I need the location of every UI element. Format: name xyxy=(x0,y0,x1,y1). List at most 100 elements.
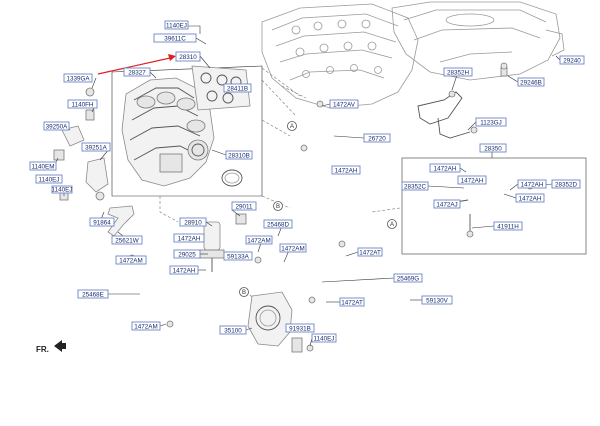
part-label-1140ej-bot: 1140EJ xyxy=(311,333,337,343)
svg-text:59130V: 59130V xyxy=(426,297,449,304)
part-label-29240: 29240 xyxy=(559,55,585,65)
svg-text:1140EJ: 1140EJ xyxy=(52,187,73,194)
svg-text:1472AH: 1472AH xyxy=(173,267,196,274)
engine-cover-outline xyxy=(391,1,565,81)
part-label-28310: 28310 xyxy=(175,51,201,62)
svg-text:28352H: 28352H xyxy=(447,69,470,76)
part-label-28352c: 28352C xyxy=(401,181,429,191)
svg-text:A: A xyxy=(390,222,394,228)
view-marker-a-top: A xyxy=(287,121,297,131)
part-label-91864: 91864 xyxy=(89,217,115,227)
part-label-1472av: 1472AV xyxy=(329,99,359,109)
part-label-1472ah-inset: 1472AH xyxy=(429,163,461,173)
part-label-28352h: 28352H xyxy=(443,67,473,77)
svg-text:B: B xyxy=(242,290,246,296)
cylinder-head-outline xyxy=(261,3,419,109)
svg-text:28411B: 28411B xyxy=(227,85,248,92)
svg-text:28327: 28327 xyxy=(128,69,146,76)
svg-text:28352D: 28352D xyxy=(555,181,578,188)
part-label-28350: 28350 xyxy=(479,143,507,153)
part-label-1123gj: 1123GJ xyxy=(475,117,507,127)
part-label-59130v: 59130V xyxy=(421,295,453,305)
svg-text:28352C: 28352C xyxy=(404,183,427,190)
svg-text:1472AM: 1472AM xyxy=(281,245,304,252)
svg-text:25468D: 25468D xyxy=(267,221,290,228)
svg-text:39611C: 39611C xyxy=(164,35,186,42)
svg-text:1472AJ: 1472AJ xyxy=(436,201,457,208)
svg-text:1472AH: 1472AH xyxy=(178,235,201,242)
svg-text:1123GJ: 1123GJ xyxy=(480,119,502,126)
part-label-1472ah-i3: 1472AH xyxy=(515,193,545,203)
part-label-28352d: 28352D xyxy=(551,179,581,189)
svg-text:1472AH: 1472AH xyxy=(521,181,544,188)
svg-text:28310B: 28310B xyxy=(228,152,250,159)
svg-text:1140EJ: 1140EJ xyxy=(166,22,187,29)
part-label-29011: 29011 xyxy=(231,201,257,211)
pipe-bracket-assembly xyxy=(417,90,478,139)
svg-text:B: B xyxy=(276,204,280,210)
part-label-39251a: 39251A xyxy=(81,142,111,152)
throttle-body xyxy=(247,291,314,353)
part-label-25621w: 25621W xyxy=(111,235,143,245)
svg-text:35100: 35100 xyxy=(224,327,242,334)
purge-valve-assembly xyxy=(128,213,346,328)
cover-bolt-icon xyxy=(500,62,508,77)
part-label-1140em: 1140EM xyxy=(29,161,57,171)
svg-text:25468E: 25468E xyxy=(82,291,104,298)
svg-text:91864: 91864 xyxy=(93,219,111,226)
part-label-1472am-bot: 1472AM xyxy=(131,321,161,331)
svg-text:39251A: 39251A xyxy=(85,144,108,151)
part-label-59133a: 59133A xyxy=(223,251,253,261)
svg-text:1140EM: 1140EM xyxy=(32,163,55,170)
svg-text:1140EJ: 1140EJ xyxy=(314,335,335,342)
part-label-1472ah-i4: 1472AH xyxy=(457,175,487,185)
part-label-29246b: 29246B xyxy=(517,77,545,87)
part-label-91931b: 91931B xyxy=(285,323,315,333)
svg-text:29240: 29240 xyxy=(563,57,581,64)
svg-text:1140FH: 1140FH xyxy=(72,101,94,108)
part-label-35100: 35100 xyxy=(219,325,247,335)
part-label-1472ah-low: 1472AH xyxy=(169,265,199,275)
part-label-39250a: 39250A xyxy=(43,121,70,131)
svg-text:1472AT: 1472AT xyxy=(341,299,363,306)
part-label-26720: 26720 xyxy=(363,133,391,143)
left-small-parts xyxy=(53,87,135,237)
part-label-1472am-r: 1472AM xyxy=(279,243,307,253)
part-label-1472aj: 1472AJ xyxy=(433,199,461,209)
part-label-25468d: 25468D xyxy=(263,219,293,229)
svg-text:FR.: FR. xyxy=(36,345,49,354)
svg-text:1472AH: 1472AH xyxy=(434,165,457,172)
svg-text:1472AT: 1472AT xyxy=(359,249,381,256)
view-marker-b-top: B xyxy=(273,201,283,211)
svg-text:28910: 28910 xyxy=(184,219,202,226)
svg-text:59133A: 59133A xyxy=(227,253,250,260)
part-label-41911h: 41911H xyxy=(493,221,523,231)
svg-text:1339GA: 1339GA xyxy=(66,75,90,82)
part-label-28910: 28910 xyxy=(179,217,207,227)
part-label-1140ej-left: 1140EJ xyxy=(35,174,63,184)
part-label-1472ah-valve: 1472AH xyxy=(173,233,205,243)
svg-text:91931B: 91931B xyxy=(289,325,311,332)
part-label-1472at-top: 1472AT xyxy=(357,247,383,257)
svg-text:25469G: 25469G xyxy=(397,275,420,282)
part-label-39611c: 39611C xyxy=(153,33,197,43)
part-label-28310b: 28310B xyxy=(225,150,253,160)
view-marker-b-bottom: B xyxy=(239,287,249,297)
part-label-25469g: 25469G xyxy=(393,273,423,283)
svg-text:29246B: 29246B xyxy=(520,79,542,86)
svg-text:1472AM: 1472AM xyxy=(119,257,142,264)
part-label-1472ah-i2: 1472AH xyxy=(517,179,547,189)
svg-text:1472AV: 1472AV xyxy=(333,101,356,108)
part-label-29025: 29025 xyxy=(173,249,201,259)
svg-text:1472AH: 1472AH xyxy=(335,167,358,174)
part-label-1472at-bot: 1472AT xyxy=(339,297,365,307)
svg-text:29025: 29025 xyxy=(178,251,196,258)
front-orientation-marker: FR. xyxy=(36,340,66,354)
svg-text:28310: 28310 xyxy=(179,54,197,61)
svg-text:1472AH: 1472AH xyxy=(519,195,542,202)
svg-text:41911H: 41911H xyxy=(497,223,519,230)
svg-text:1472AH: 1472AH xyxy=(461,177,484,184)
part-label-1140ej-top: 1140EJ xyxy=(164,20,189,30)
svg-text:A: A xyxy=(290,124,294,130)
